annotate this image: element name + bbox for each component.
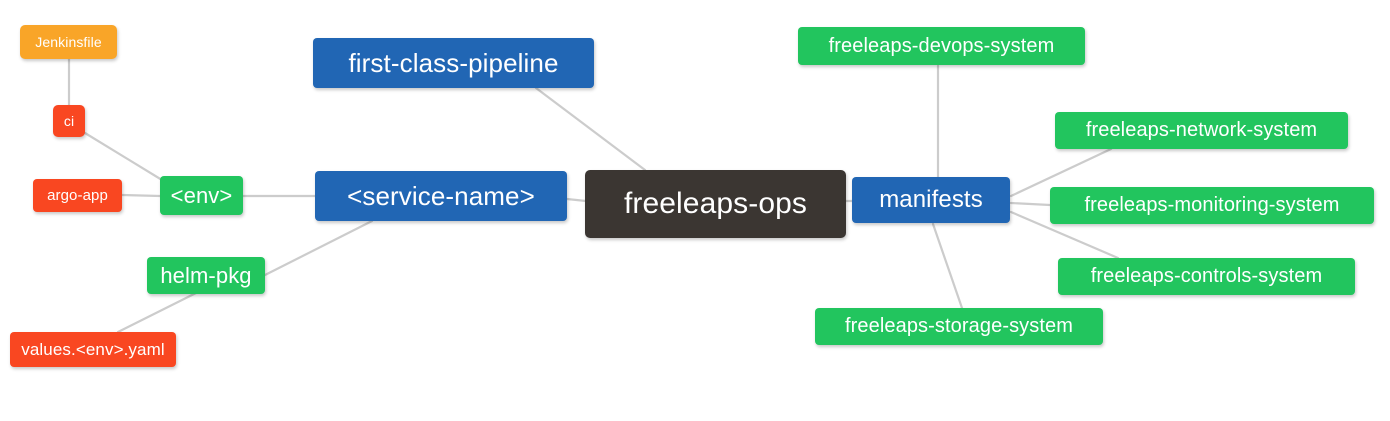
node-freeleaps-monitoring-system[interactable]: freeleaps-monitoring-system	[1050, 187, 1374, 224]
node-jenkinsfile-label: Jenkinsfile	[35, 34, 102, 50]
node-freeleaps-network-system[interactable]: freeleaps-network-system	[1055, 112, 1348, 149]
node-values-yaml-label: values.<env>.yaml	[21, 339, 165, 359]
edge-valuesyaml-helmpkg	[116, 291, 198, 334]
node-freeleaps-storage-system-label: freeleaps-storage-system	[844, 315, 1074, 337]
node-freeleaps-devops-system-label: freeleaps-devops-system	[828, 34, 1055, 57]
edge-helmpkg-servicename	[263, 219, 374, 277]
node-freeleaps-controls-system-label: freeleaps-controls-system	[1090, 265, 1323, 287]
node-env[interactable]: <env>	[160, 176, 243, 215]
node-first-class-pipeline[interactable]: first-class-pipeline	[313, 38, 594, 88]
edge-firstclasspipeline-root	[534, 86, 647, 172]
node-first-class-pipeline-label: first-class-pipeline	[348, 47, 559, 78]
node-freeleaps-network-system-label: freeleaps-network-system	[1085, 119, 1318, 141]
node-freeleaps-storage-system[interactable]: freeleaps-storage-system	[815, 308, 1103, 345]
edge-manifests-monitoring	[1009, 201, 1052, 207]
node-freeleaps-devops-system[interactable]: freeleaps-devops-system	[798, 27, 1085, 65]
edge-manifests-storage	[931, 222, 964, 310]
node-manifests-label: manifests	[879, 186, 983, 213]
node-manifests[interactable]: manifests	[852, 177, 1010, 223]
node-freeleaps-monitoring-system-label: freeleaps-monitoring-system	[1084, 194, 1340, 216]
node-freeleaps-ops-root[interactable]: freeleaps-ops	[585, 170, 846, 238]
edge-ci-env	[83, 131, 164, 182]
edge-servicename-root	[565, 197, 588, 203]
node-argo-app-label: argo-app	[47, 187, 108, 204]
node-values-yaml[interactable]: values.<env>.yaml	[10, 332, 176, 367]
node-helm-pkg[interactable]: helm-pkg	[147, 257, 265, 294]
node-argo-app[interactable]: argo-app	[33, 179, 122, 212]
node-service-name[interactable]: <service-name>	[315, 171, 567, 221]
node-ci-label: ci	[63, 113, 75, 129]
node-jenkinsfile[interactable]: Jenkinsfile	[20, 25, 117, 59]
node-freeleaps-controls-system[interactable]: freeleaps-controls-system	[1058, 258, 1355, 295]
node-helm-pkg-label: helm-pkg	[160, 262, 252, 288]
node-service-name-label: <service-name>	[347, 180, 535, 211]
node-ci[interactable]: ci	[53, 105, 85, 137]
edge-argoapp-env	[120, 193, 162, 198]
node-freeleaps-ops-label: freeleaps-ops	[623, 187, 808, 220]
node-env-label: <env>	[170, 182, 233, 208]
